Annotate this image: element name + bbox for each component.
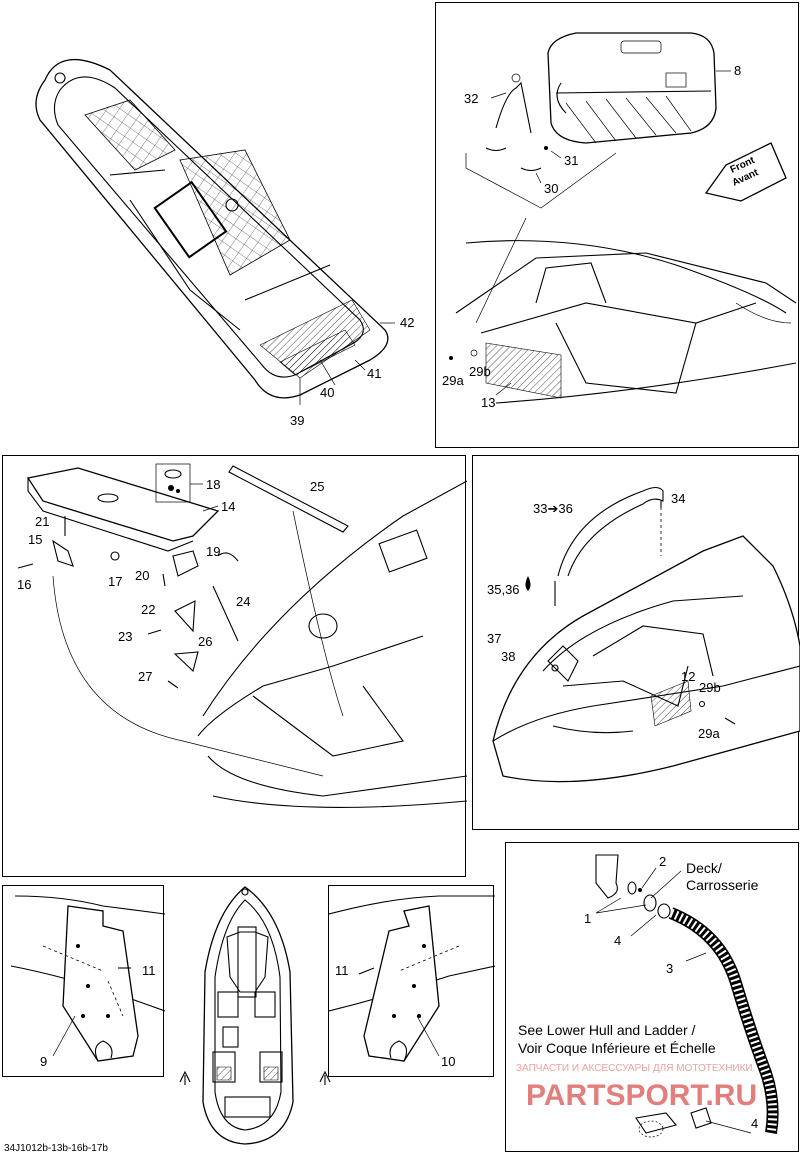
label-12: 12 xyxy=(681,669,695,684)
deck-label-line1: Deck/ xyxy=(686,860,722,876)
label-29a-top: 29a xyxy=(442,373,464,388)
panel-cooler: 8 32 31 30 Front Avant 29a 29b xyxy=(435,2,799,448)
label-3: 3 xyxy=(666,961,673,976)
panel-left-side: 11 9 xyxy=(2,885,165,1077)
label-26: 26 xyxy=(198,634,212,649)
label-14: 14 xyxy=(221,499,235,514)
panel-right-side: 11 10 xyxy=(328,885,495,1077)
label-19: 19 xyxy=(206,544,220,559)
label-42: 42 xyxy=(400,315,414,330)
label-11-right: 11 xyxy=(335,963,349,978)
label-10: 10 xyxy=(441,1054,455,1069)
label-29a-mid: 29a xyxy=(698,726,720,741)
label-41: 41 xyxy=(367,366,381,381)
label-4-top: 4 xyxy=(614,933,621,948)
label-40: 40 xyxy=(320,385,334,400)
label-31: 31 xyxy=(564,153,578,168)
panel-top-view xyxy=(185,882,325,1152)
label-37: 37 xyxy=(487,631,501,646)
label-20: 20 xyxy=(135,568,149,583)
label-8: 8 xyxy=(734,63,741,78)
label-1: 1 xyxy=(584,911,591,926)
label-13: 13 xyxy=(481,395,495,410)
label-9: 9 xyxy=(40,1054,47,1069)
lower-hull-note-line1: See Lower Hull and Ladder / xyxy=(518,1022,696,1038)
label-11-left: 11 xyxy=(142,963,156,978)
cooler xyxy=(547,32,717,144)
lower-hull-note-line2: Voir Coque Inférieure et Échelle xyxy=(518,1040,716,1056)
watermark-line1: ЗАПЧАСТИ И АКСЕССУАРЫ ДЛЯ МОТОТЕХНИКИ xyxy=(516,1063,753,1074)
panel-seat: 18 14 21 15 16 17 19 20 24 22 23 26 27 2… xyxy=(2,455,467,877)
label-15: 15 xyxy=(28,532,42,547)
label-22: 22 xyxy=(141,602,155,617)
label-32: 32 xyxy=(464,91,478,106)
seat-cushion xyxy=(26,467,220,552)
label-23: 23 xyxy=(118,629,132,644)
drop-icon xyxy=(525,576,531,591)
front-arrow-icon: Front Avant xyxy=(704,142,787,202)
label-29b-top: 29b xyxy=(469,364,491,379)
label-4-bottom: 4 xyxy=(751,1116,758,1131)
label-27: 27 xyxy=(138,669,152,684)
label-2: 2 xyxy=(659,854,666,869)
panel-drain-hose: 2 Deck/ Carrosserie 1 4 3 See Lower Hull… xyxy=(505,842,799,1152)
label-35-36: 35,36 xyxy=(487,582,520,597)
label-24: 24 xyxy=(236,594,250,609)
label-29b-mid: 29b xyxy=(699,680,721,695)
label-34: 34 xyxy=(671,491,685,506)
label-33-36: 33➔36 xyxy=(533,501,573,516)
label-18: 18 xyxy=(206,477,220,492)
watermark-brand: PARTSPORT.RU xyxy=(526,1079,757,1112)
label-16: 16 xyxy=(17,577,31,592)
label-17: 17 xyxy=(108,574,122,589)
label-38: 38 xyxy=(501,649,515,664)
panel-storage: 33➔36 34 35,36 37 38 12 29b 29a xyxy=(472,455,800,830)
diagram-code: 34J1012b-13b-16b-17b xyxy=(4,1143,108,1154)
label-39: 39 xyxy=(290,413,304,428)
label-25: 25 xyxy=(310,479,324,494)
boat-overview: 42 41 40 39 xyxy=(35,58,414,428)
label-21: 21 xyxy=(35,514,49,529)
deck-label-line2: Carrosserie xyxy=(686,877,759,893)
label-30: 30 xyxy=(544,181,558,196)
